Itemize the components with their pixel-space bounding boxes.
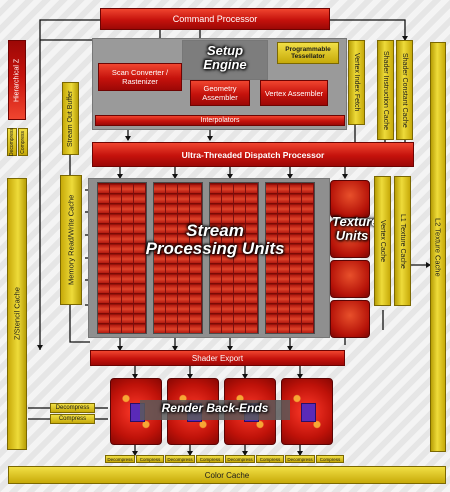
l2-texture-cache: L2 Texture Cache <box>430 42 446 452</box>
rbe3-compress: Compress <box>256 455 284 463</box>
dispatch-processor: Ultra-Threaded Dispatch Processor <box>92 142 414 167</box>
setup-engine-header <box>182 40 268 80</box>
simd-block-3 <box>209 182 259 334</box>
hierarchical-z: Hierarchical Z <box>8 40 26 120</box>
zstencil-cache: Z/Stencil Cache <box>7 178 27 450</box>
rbe1-compress: Compress <box>136 455 164 463</box>
simd-block-4 <box>265 182 315 334</box>
texture-unit-3 <box>330 260 370 298</box>
simd-block-1 <box>97 182 147 334</box>
vertex-cache: Vertex Cache <box>374 176 391 306</box>
compress-left: Compress <box>50 414 95 424</box>
texture-units-label: Texture Units <box>332 214 379 243</box>
rbe2-compress: Compress <box>196 455 224 463</box>
programmable-tessellator: Programmable Tessellator <box>277 42 339 64</box>
texture-unit-1 <box>330 180 370 218</box>
mini-compress-1: Compress <box>18 128 28 156</box>
texture-unit-2 <box>330 220 370 258</box>
render-backends-label: Render Back-Ends <box>161 401 269 415</box>
vertex-index-fetch: Vertex Index Fetch <box>348 40 365 125</box>
shader-export: Shader Export <box>90 350 345 366</box>
shader-constant-cache: Shader Constant Cache <box>396 40 413 140</box>
shader-instruction-cache: Shader Instruction Cache <box>377 40 394 140</box>
vertex-assembler: Vertex Assembler <box>260 80 328 106</box>
mini-decompress-1: Decompress <box>7 127 17 157</box>
l1-texture-cache: L1 Texture Cache <box>394 176 411 306</box>
stream-out-buffer: Stream Out Buffer <box>62 82 79 155</box>
memory-rw-cache: Memory Read/Write Cache <box>60 175 82 305</box>
render-backends-banner <box>140 400 290 420</box>
stream-processing-units-label: Stream Processing Units <box>145 221 285 258</box>
decompress-left: Decompress <box>50 403 95 413</box>
rbe1-decompress: Decompress <box>105 455 135 463</box>
rbe3-decompress: Decompress <box>225 455 255 463</box>
rbe4-decompress: Decompress <box>285 455 315 463</box>
interpolators: Interpolators <box>95 115 345 126</box>
color-cache: Color Cache <box>8 466 446 484</box>
rbe2-decompress: Decompress <box>165 455 195 463</box>
rbe4-compress: Compress <box>316 455 344 463</box>
command-processor: Command Processor <box>100 8 330 30</box>
texture-unit-4 <box>330 300 370 338</box>
setup-engine-title: Setup Engine <box>203 43 247 72</box>
scan-converter: Scan Converter / Rastenizer <box>98 63 182 91</box>
simd-block-2 <box>153 182 203 334</box>
geometry-assembler: Geometry Assembler <box>190 80 250 106</box>
